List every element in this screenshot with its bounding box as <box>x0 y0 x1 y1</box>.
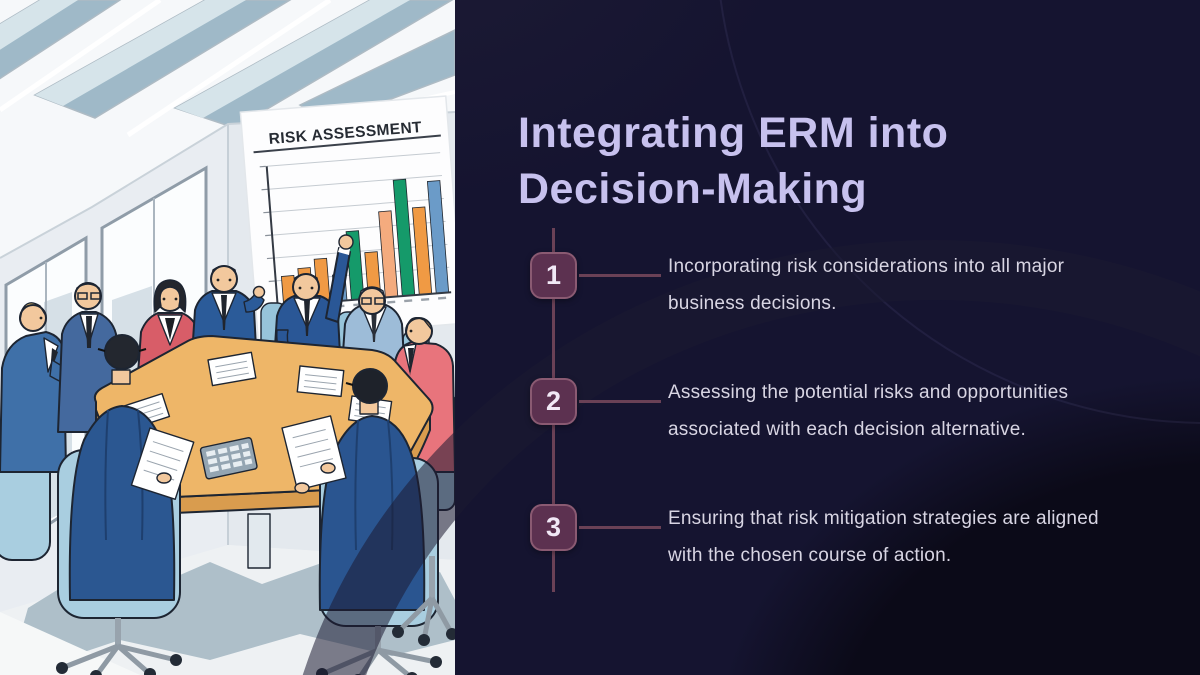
slide-title-line-1: Integrating ERM into <box>518 108 949 157</box>
item-text: Ensuring that risk mitigation strategies… <box>668 500 1168 574</box>
meeting-illustration: RISK ASSESSMENT <box>0 0 455 675</box>
ceiling-light-panels <box>0 0 455 140</box>
item-connector <box>579 526 661 529</box>
risk-chart-ticks <box>259 165 277 306</box>
person-glasses-left <box>57 282 119 433</box>
item-text-line: associated with each decision alternativ… <box>668 419 1026 440</box>
paper-sheet <box>296 365 345 398</box>
content-panel: Integrating ERM into Decision-Making 1 I… <box>275 0 1200 675</box>
item-number-badge: 1 <box>530 252 577 299</box>
person-foreground-left <box>68 334 195 601</box>
item-text: Incorporating risk considerations into a… <box>668 248 1168 322</box>
item-text-line: business decisions. <box>668 293 837 314</box>
item-text: Assessing the potential risks and opport… <box>668 374 1168 448</box>
slide-title-line-2: Decision-Making <box>518 164 868 213</box>
office-chair-right-edge <box>392 556 455 646</box>
item-text-line: Incorporating risk considerations into a… <box>668 256 1065 277</box>
held-paper <box>130 427 195 500</box>
paper-sheet <box>207 351 257 387</box>
item-text-line: Assessing the potential risks and opport… <box>668 382 1069 403</box>
item-text-line: Ensuring that risk mitigation strategies… <box>668 508 1099 529</box>
slide-title: Integrating ERM into Decision-Making <box>518 105 948 217</box>
person-blond-left <box>0 302 97 561</box>
ceiling <box>0 0 455 259</box>
item-number-badge: 2 <box>530 378 577 425</box>
table-leg <box>247 513 271 569</box>
calculator <box>199 437 258 480</box>
item-number-badge: 3 <box>530 504 577 551</box>
meeting-room-drawing: RISK ASSESSMENT <box>0 0 455 675</box>
item-connector <box>579 274 661 277</box>
item-connector <box>579 400 661 403</box>
item-text-line: with the chosen course of action. <box>668 545 952 566</box>
